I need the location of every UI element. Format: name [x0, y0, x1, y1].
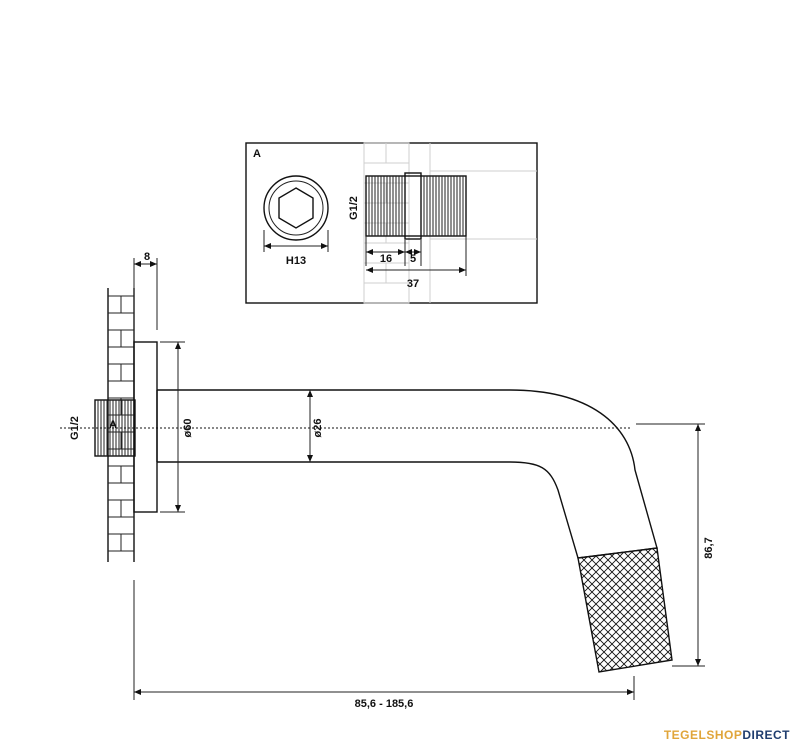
detail-thread-label: G1/2	[348, 196, 360, 220]
main-thread-label: G1/2	[69, 416, 81, 440]
brand-part-2: DIRECT	[742, 728, 790, 742]
threaded-nipple: G1/2 16 5 37	[348, 172, 467, 290]
knurled-outlet	[577, 547, 673, 673]
dim-projection: 85,6 - 185,6	[133, 580, 635, 710]
section-tag-a: A	[109, 419, 117, 431]
brand-logo: TEGELSHOPDIRECT	[664, 728, 790, 742]
hex-nut-view: H13	[263, 175, 329, 267]
dim-label-8: 8	[144, 251, 150, 263]
detail-tag: A	[253, 148, 261, 160]
main-side-view: 8 A G1/2 ø60 ø26	[60, 251, 715, 710]
detail-wall-hatch	[363, 142, 537, 304]
spout-body	[157, 389, 658, 559]
dim-spout-diameter: ø26	[307, 390, 324, 462]
dim-label-37: 37	[407, 278, 419, 290]
brand-part-1: TEGELSHOP	[663, 728, 743, 742]
dim-label-h13: H13	[286, 255, 306, 267]
dim-label-5: 5	[410, 253, 416, 265]
dim-label-86-7: 86,7	[703, 537, 715, 558]
thread-lines	[368, 176, 464, 236]
dim-label-o60: ø60	[182, 419, 194, 438]
dim-plate-diameter: ø60	[160, 341, 194, 513]
dim-label-projection: 85,6 - 185,6	[355, 698, 414, 710]
dim-label-o26: ø26	[312, 419, 324, 438]
dim-plate-thickness: 8	[133, 251, 158, 340]
dim-drop-height: 86,7	[636, 423, 715, 667]
dim-label-16: 16	[380, 253, 392, 265]
detail-view-a: A H13	[245, 142, 538, 304]
wall-thread-connector: A G1/2	[69, 399, 136, 457]
wall-plate	[133, 341, 158, 513]
